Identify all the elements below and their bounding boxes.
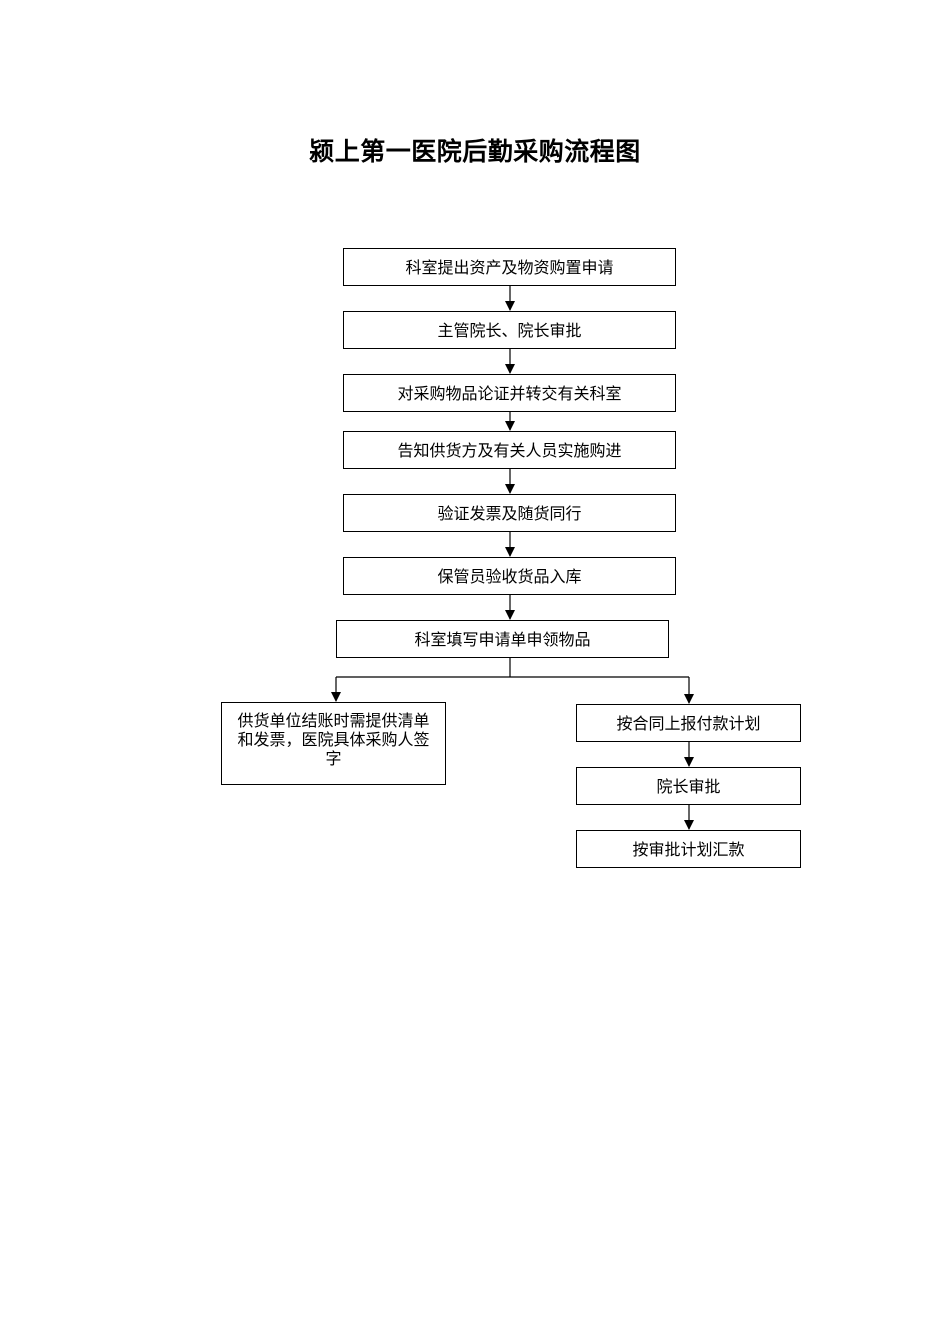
step-verify-invoice: 验证发票及随货同行 (343, 494, 676, 532)
step-director-approval: 主管院长、院长审批 (343, 311, 676, 349)
step-evaluate-transfer: 对采购物品论证并转交有关科室 (343, 374, 676, 412)
step-submit-request: 科室提出资产及物资购置申请 (343, 248, 676, 286)
right-step-remit: 按审批计划汇款 (576, 830, 801, 868)
right-step-payment-plan: 按合同上报付款计划 (576, 704, 801, 742)
step-department-requisition: 科室填写申请单申领物品 (336, 620, 669, 658)
left-branch-settlement: 供货单位结账时需提供清单和发票，医院具体采购人签字 (221, 702, 446, 785)
step-notify-supplier: 告知供货方及有关人员实施购进 (343, 431, 676, 469)
page-title: 颍上第一医院后勤采购流程图 (309, 137, 641, 166)
right-step-president-approval: 院长审批 (576, 767, 801, 805)
step-warehouse-receipt: 保管员验收货品入库 (343, 557, 676, 595)
